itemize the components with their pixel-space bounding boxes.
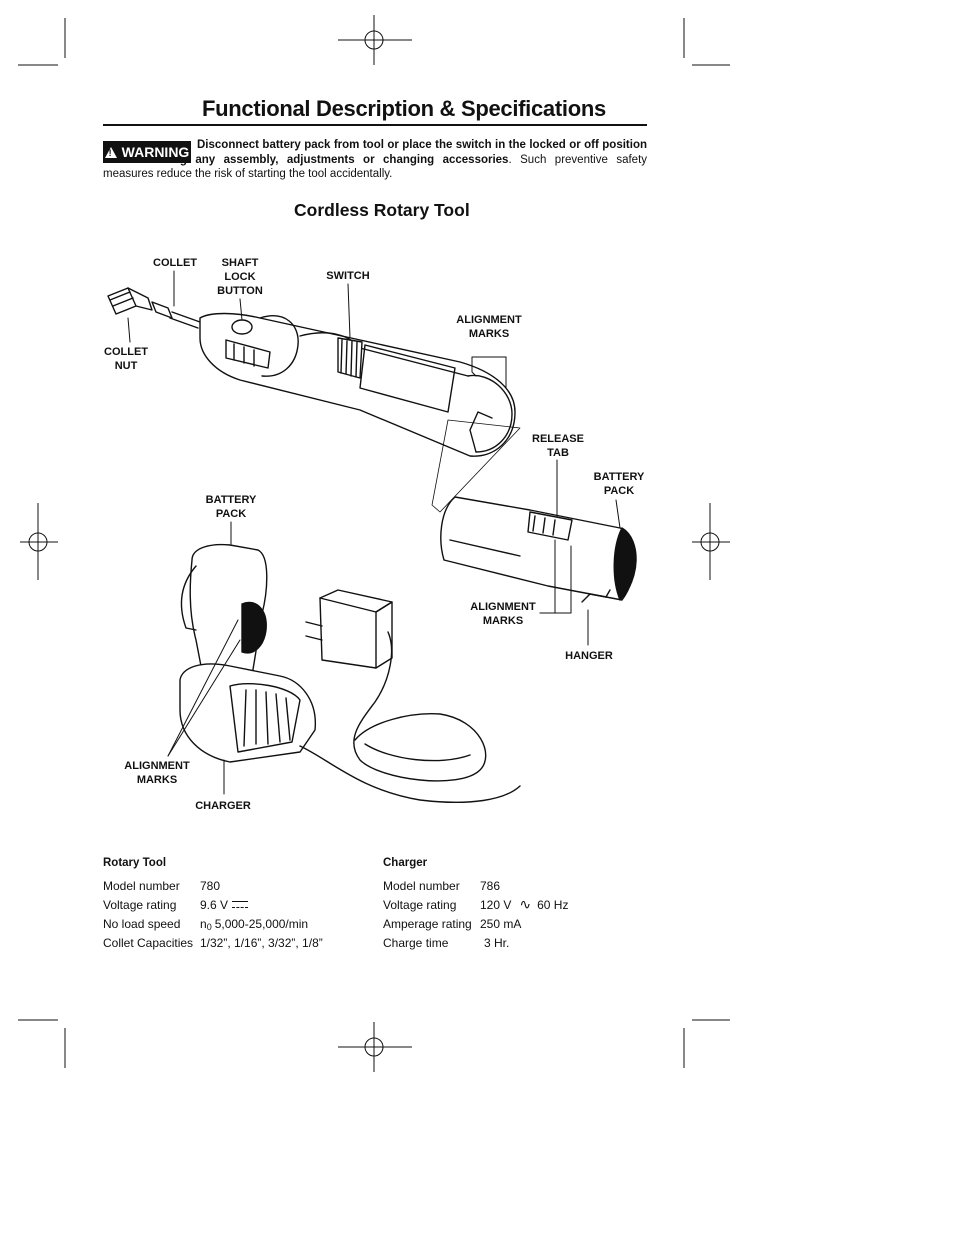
warning-badge-label: WARNING bbox=[121, 144, 190, 160]
callout-shaft-lock-line: BUTTON bbox=[217, 285, 263, 297]
wall-adapter-drawing bbox=[299, 589, 521, 804]
spec-value: 9.6 V bbox=[200, 897, 229, 912]
collet-drawing bbox=[151, 301, 173, 319]
callout-line: ALIGNMENT bbox=[470, 601, 536, 613]
callout-line: MARKS bbox=[468, 328, 510, 340]
spec-heading: Rotary Tool bbox=[103, 857, 167, 869]
spec-label: Model number bbox=[383, 878, 460, 893]
collet-nut-drawing bbox=[107, 287, 153, 315]
warning-text: Disconnect battery pack from tool or pla… bbox=[103, 138, 647, 182]
rotary-tool-drawing bbox=[199, 312, 516, 457]
ac-symbol-icon: ∿ bbox=[519, 896, 532, 912]
callout-collet-nut: COLLET NUT bbox=[102, 345, 150, 373]
warning-normal-text: . Such preventive safety measures reduce… bbox=[103, 153, 648, 181]
callout-line: BATTERY bbox=[593, 471, 645, 483]
spec-row: Voltage rating 9.6 V bbox=[103, 895, 323, 914]
spec-value: 780 bbox=[200, 878, 221, 893]
spec-label: Amperage rating bbox=[383, 916, 472, 931]
spec-value: 3 Hr. bbox=[484, 935, 510, 950]
spec-label: No load speed bbox=[103, 916, 181, 931]
battery-pack-drawing bbox=[440, 496, 637, 603]
charger-base-drawing bbox=[179, 663, 316, 763]
spec-row: Collet Capacities 1/32”, 1/16”, 3/32”, 1… bbox=[103, 933, 323, 952]
section-title: Cordless Rotary Tool bbox=[294, 200, 470, 220]
spec-value: 1/32”, 1/16”, 3/32”, 1/8” bbox=[200, 935, 323, 950]
spec-row: Model number 786 bbox=[383, 876, 568, 895]
spec-label: Voltage rating bbox=[103, 897, 177, 912]
callout-hanger: HANGER bbox=[565, 650, 613, 662]
spec-label: Charge time bbox=[383, 935, 449, 950]
callout-line: COLLET bbox=[104, 346, 148, 358]
callout-shaft-lock-button: SHAFT LOCK BUTTON bbox=[216, 256, 264, 298]
callout-line: BATTERY bbox=[205, 494, 257, 506]
callout-line: MARKS bbox=[482, 615, 524, 627]
spec-row: Voltage rating 120 V ∿ 60 Hz bbox=[383, 895, 568, 914]
spec-value: 120 V bbox=[480, 897, 512, 912]
callout-release-tab: RELEASE TAB bbox=[532, 432, 584, 460]
callout-battery-pack-right: BATTERY PACK bbox=[592, 470, 646, 498]
title-rule bbox=[103, 124, 647, 126]
dc-symbol-icon bbox=[232, 901, 249, 908]
spec-value: 250 mA bbox=[480, 916, 522, 931]
callout-line: TAB bbox=[547, 447, 569, 459]
spec-subscript: 0 bbox=[206, 921, 212, 932]
callout-switch: SWITCH bbox=[326, 270, 370, 282]
callout-line: NUT bbox=[114, 360, 138, 372]
callout-shaft-lock-line: SHAFT bbox=[221, 257, 259, 269]
callout-line: ALIGNMENT bbox=[124, 760, 190, 772]
callout-alignment-marks-battery: ALIGNMENT MARKS bbox=[468, 600, 538, 628]
spec-row: Model number 780 bbox=[103, 876, 323, 895]
spec-row: Amperage rating 250 mA bbox=[383, 914, 568, 933]
callout-collet: COLLET bbox=[153, 257, 197, 269]
warning-badge: WARNING bbox=[103, 141, 191, 163]
spec-label: Model number bbox=[103, 878, 180, 893]
spec-heading: Charger bbox=[383, 857, 428, 869]
spec-value: 5,000-25,000/min bbox=[214, 916, 309, 931]
callout-line: PACK bbox=[603, 485, 635, 497]
spec-row: Charge time 3 Hr. bbox=[383, 933, 568, 952]
warning-bold-text: Disconnect battery pack from tool or pla… bbox=[103, 139, 647, 166]
spec-value: 786 bbox=[480, 878, 501, 893]
spec-prefix: n bbox=[200, 916, 207, 931]
charger-specs: Charger Model number 786 Voltage rating … bbox=[383, 857, 568, 952]
rotary-tool-specs: Rotary Tool Model number 780 Voltage rat… bbox=[103, 857, 323, 952]
callout-line: MARKS bbox=[136, 774, 178, 786]
callout-line: ALIGNMENT bbox=[456, 314, 522, 326]
callout-line: RELEASE bbox=[532, 433, 584, 445]
callout-battery-pack-left: BATTERY PACK bbox=[204, 493, 258, 521]
warning-triangle-icon bbox=[104, 146, 117, 158]
spec-value-frequency: 60 Hz bbox=[537, 897, 569, 912]
spec-label: Collet Capacities bbox=[103, 935, 194, 950]
callout-shaft-lock-line: LOCK bbox=[224, 271, 256, 283]
page-title: Functional Description & Specifications bbox=[202, 96, 606, 121]
callout-line: PACK bbox=[215, 508, 247, 520]
charger-battery-drawing bbox=[180, 543, 268, 693]
callout-alignment-marks-charger: ALIGNMENT MARKS bbox=[122, 759, 192, 787]
callout-charger: CHARGER bbox=[195, 800, 251, 812]
spec-label: Voltage rating bbox=[383, 897, 457, 912]
callout-alignment-marks-tool: ALIGNMENT MARKS bbox=[454, 313, 524, 341]
